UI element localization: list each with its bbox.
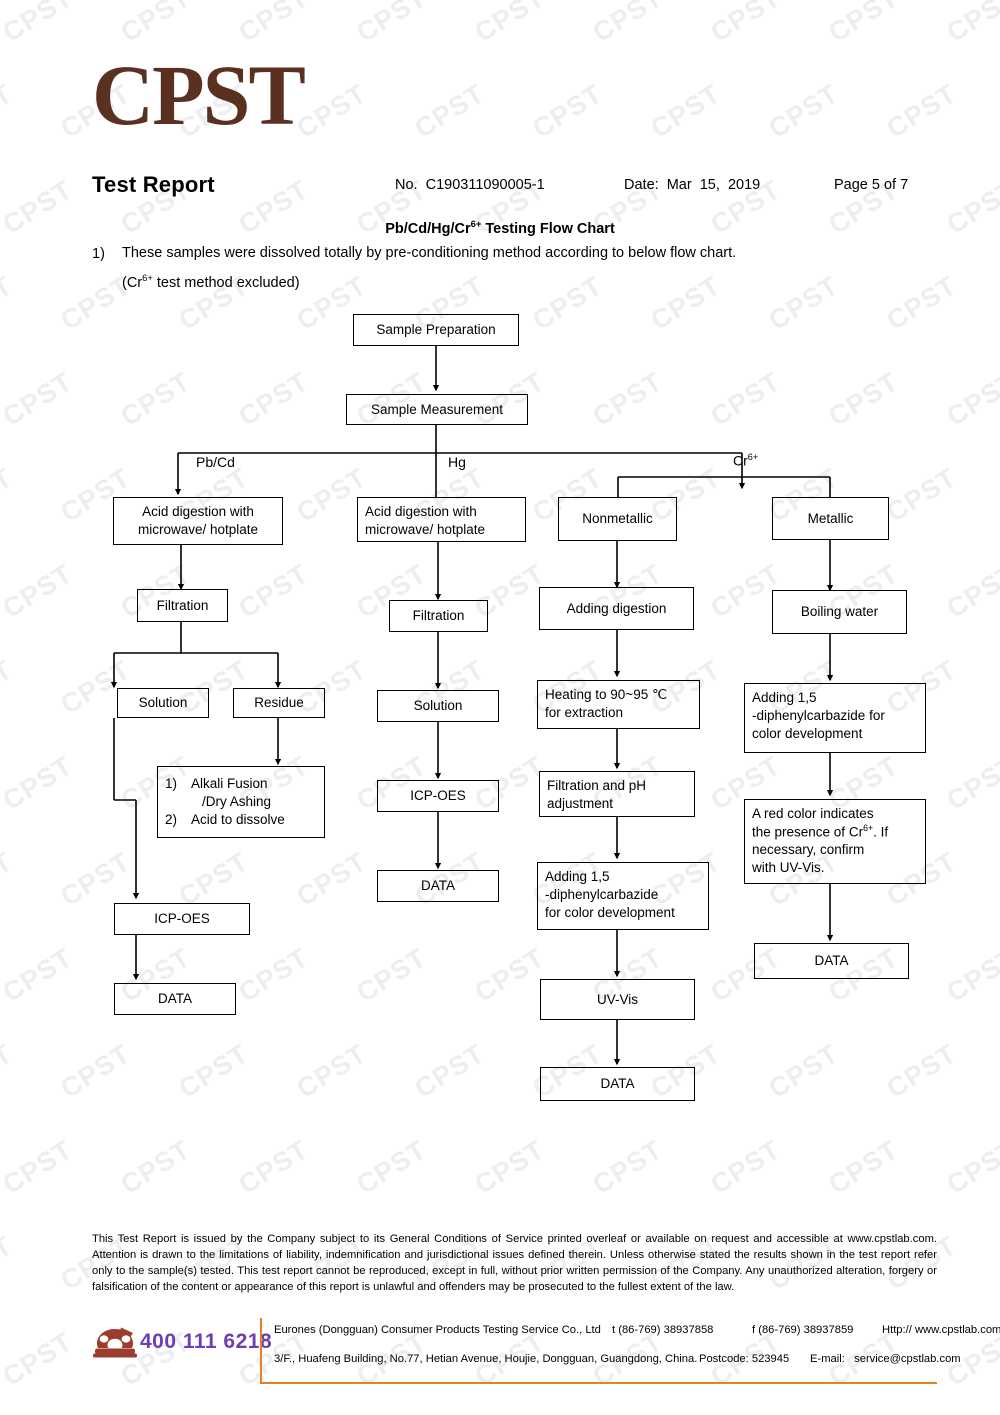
node-residue-pbcd[interactable]: Residue [233,688,325,718]
node-acid-digestion-pbcd-line2: microwave/ hotplate [137,522,259,537]
node-adding-dpc-nm-line3: for color development [545,904,675,920]
footer-website: Http:// www.cpstlab.com [882,1324,1000,1336]
node-filtration-hg[interactable]: Filtration [389,600,488,632]
note-line-1: These samples were dissolved totally by … [122,245,737,261]
edge-label-cr6-pre: Cr [733,452,748,469]
node-data-nonmetallic[interactable]: DATA [540,1067,695,1101]
node-red-color-line2-sup: 6+ [863,822,874,833]
alkali-step2-number: 2) [165,811,178,827]
node-acid-digestion-hg[interactable]: Acid digestion with microwave/ hotplate [357,497,526,542]
footer-fax: f (86-769) 38937859 [752,1324,854,1336]
note-line-2-sup: 6+ [142,272,153,283]
node-uv-vis[interactable]: UV-Vis [540,979,695,1020]
alkali-step2-text: Acid to dissolve [191,811,285,827]
node-acid-digestion-pbcd[interactable]: Acid digestion with microwave/ hotplate [113,497,283,545]
cpst-logo: CPST [92,47,306,143]
flow-chart-title-pre: Pb/Cd/Hg/Cr [385,220,471,237]
node-icp-oes-hg[interactable]: ICP-OES [377,780,499,812]
node-red-color-line2-post: . If [873,824,889,840]
node-adding-dpc-m-line2: -diphenylcarbazide for [752,707,885,723]
footer-vertical-rule [260,1318,262,1384]
node-nonmetallic[interactable]: Nonmetallic [558,497,677,541]
node-filtration-pbcd[interactable]: Filtration [137,589,228,622]
report-header-row: Test Report No. C190311090005-1 Date: Ma… [92,172,922,198]
hotline-number: 400 111 6218 [140,1330,273,1353]
node-adding-dpc-metallic[interactable]: Adding 1,5 -diphenylcarbazide for color … [744,683,926,753]
node-sample-measurement[interactable]: Sample Measurement [346,394,528,425]
node-adding-dpc-nm-line2: -diphenylcarbazide [545,886,659,902]
alkali-step1-text: Alkali Fusion [191,776,268,791]
footer-horizontal-rule [260,1382,937,1384]
report-date: Date: Mar 15, 2019 [624,177,761,193]
page-indicator: Page 5 of 7 [834,177,909,193]
node-adding-dpc-nm-line1: Adding 1,5 [545,869,610,884]
node-adding-dpc-m-line1: Adding 1,5 [752,690,817,705]
node-boiling-water[interactable]: Boiling water [772,590,907,634]
flow-chart-title-sup: 6+ [470,218,482,229]
node-adding-digestion[interactable]: Adding digestion [539,587,694,630]
note-line-2-pre: (Cr [122,274,143,291]
node-red-color-line1: A red color indicates [752,806,874,821]
footer-postcode: Postcode: 523945 [699,1353,790,1365]
node-data-metallic[interactable]: DATA [754,943,909,979]
node-acid-digestion-hg-line1: Acid digestion with [365,504,477,519]
edge-label-pbcd: Pb/Cd [196,454,235,470]
footer-address: 3/F., Huafeng Building, No.77, Hetian Av… [274,1353,698,1365]
edge-label-cr6: Cr6+ [733,452,758,469]
page-title: Test Report [92,172,215,197]
note-line-2: (Cr6+ test method excluded) [122,272,300,291]
telephone-icon [93,1327,137,1358]
footer-email: E-mail: service@cpstlab.com [810,1353,961,1365]
node-adding-dpc-nonmetallic[interactable]: Adding 1,5 -diphenylcarbazide for color … [537,862,709,930]
node-filtration-ph[interactable]: Filtration and pH adjustment [539,771,695,817]
note-number: 1) [92,246,105,262]
footer-telephone: t (86-769) 38937858 [612,1324,714,1336]
alkali-step1-number: 1) [165,776,178,791]
node-red-color-line2: the presence of Cr6+. If [752,823,918,841]
node-acid-digestion-pbcd-line1: Acid digestion with [142,504,254,520]
flow-chart-title-post: Testing Flow Chart [481,220,615,237]
node-red-color-line4: with UV-Vis. [752,859,825,875]
disclaimer-text: This Test Report is issued by the Compan… [92,1233,937,1293]
footer-contact-block: 400 111 6218 Eurones (Dongguan) Consumer… [92,1318,1000,1384]
footer-company-name: Eurones (Dongguan) Consumer Products Tes… [274,1324,601,1336]
node-heating-extraction[interactable]: Heating to 90~95 ℃ for extraction [537,680,700,729]
node-adding-dpc-m-line3: color development [752,725,863,741]
node-filtration-ph-line1: Filtration and pH [547,778,647,793]
node-red-color-line2-pre: the presence of Cr [752,824,864,840]
node-metallic[interactable]: Metallic [772,497,889,540]
node-heating-line2: for extraction [545,704,624,720]
node-red-color-indicator[interactable]: A red color indicates the presence of Cr… [744,799,926,884]
node-red-color-line3: necessary, confirm [752,842,865,858]
node-solution-hg[interactable]: Solution [377,690,499,722]
node-solution-pbcd[interactable]: Solution [117,688,209,718]
node-heating-line1: Heating to 90~95 ℃ [545,687,668,702]
node-acid-digestion-hg-line2: microwave/ hotplate [365,521,486,537]
node-alkali-fusion-steps[interactable]: 1) Alkali Fusion /Dry Ashing 2) Acid to di… [157,766,325,838]
node-data-pbcd[interactable]: DATA [114,983,236,1015]
note-line-2-post: test method excluded) [152,274,300,291]
edge-label-cr6-sup: 6+ [747,452,759,462]
node-sample-preparation[interactable]: Sample Preparation [353,314,519,346]
node-data-hg[interactable]: DATA [377,870,499,902]
node-icp-oes-pbcd[interactable]: ICP-OES [114,903,250,935]
node-filtration-ph-line2: adjustment [547,795,614,811]
flow-chart-title: Pb/Cd/Hg/Cr6+ Testing Flow Chart [0,218,1000,237]
alkali-step1-text2: /Dry Ashing [202,793,272,809]
edge-label-hg: Hg [448,454,466,470]
report-number: No. C190311090005-1 [395,177,545,193]
